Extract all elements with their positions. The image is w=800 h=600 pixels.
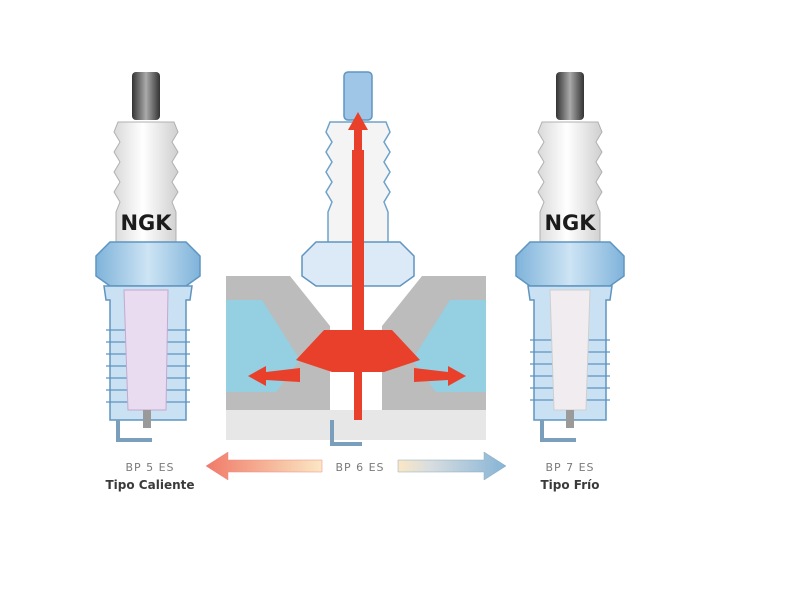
right-plug-type: Tipo Frío: [540, 478, 600, 492]
left-plug-code: BP 5 ES: [125, 461, 175, 474]
cold-direction-arrow: [397, 451, 507, 481]
right-spark-plug: NGK: [515, 72, 625, 442]
right-ground-electrode: [540, 420, 576, 442]
left-hex-shell: [95, 241, 201, 287]
heat-flow-core: [296, 150, 420, 420]
right-terminal-nut: [556, 72, 584, 120]
right-insulator-nose: [549, 289, 591, 411]
left-center-electrode: [143, 410, 151, 428]
left-brand-logo: NGK: [120, 211, 172, 235]
middle-plug-code: BP 6 ES: [335, 461, 385, 474]
left-spark-plug: NGK: [95, 72, 201, 442]
left-plug-type: Tipo Caliente: [105, 478, 195, 492]
right-plug-code: BP 7 ES: [545, 461, 595, 474]
middle-ground-electrode: [330, 420, 362, 446]
right-hex-shell: [515, 241, 625, 287]
heat-arrow-up: [348, 112, 368, 150]
hot-direction-arrow: [205, 451, 323, 481]
heat-arrow-left: [248, 366, 300, 386]
coolant-left: [226, 300, 300, 392]
coolant-right: [412, 300, 486, 392]
left-insulator-nose: [123, 289, 169, 411]
right-brand-logo: NGK: [544, 211, 596, 235]
middle-spark-plug: [248, 71, 466, 446]
left-terminal-nut: [132, 72, 160, 120]
left-ground-electrode: [116, 420, 152, 442]
heat-arrow-right: [414, 366, 466, 386]
right-center-electrode: [566, 410, 574, 428]
